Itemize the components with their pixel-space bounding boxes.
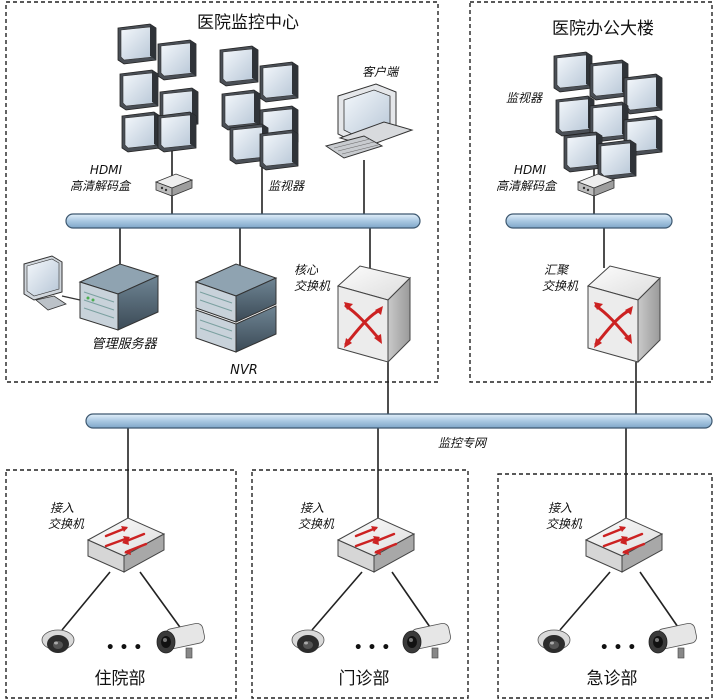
office-building-title: 医院办公大楼 <box>552 19 654 39</box>
hdmi-label-line1: HDMI <box>90 163 123 177</box>
monitor-label-center: 监视器 <box>268 179 305 193</box>
bullet-camera-emergency <box>648 621 699 659</box>
core-switch-label-line2: 交换机 <box>294 279 331 293</box>
mgmt-server-label: 管理服务器 <box>91 337 157 352</box>
connection-lines <box>61 150 681 631</box>
agg-switch-label-line2: 交换机 <box>542 279 579 293</box>
outpatient-label: 门诊部 <box>339 669 390 689</box>
inpatient-label: 住院部 <box>95 669 146 689</box>
client-label: 客户端 <box>362 65 400 79</box>
inpatient-region <box>5 469 237 699</box>
inpatient-switch-line1: 接入 <box>50 501 74 515</box>
core-switch <box>336 264 412 364</box>
access-switch-emergency <box>584 516 664 574</box>
bullet-camera-outpatient <box>402 621 453 659</box>
inpatient-switch-line2: 交换机 <box>48 517 85 531</box>
access-switch-outpatient <box>336 516 416 574</box>
office-lan-bus <box>505 213 673 229</box>
bullet-camera-inpatient <box>156 621 207 659</box>
nvr-server <box>194 263 278 353</box>
office-building-region <box>469 1 713 383</box>
office-hdmi-label-line1: HDMI <box>514 163 547 177</box>
outpatient-ellipsis: • • • <box>354 640 391 656</box>
hdmi-decoder-center <box>155 173 193 197</box>
monitor-label-office: 监视器 <box>506 91 543 105</box>
emergency-label: 急诊部 <box>587 669 638 689</box>
management-server <box>78 263 160 331</box>
video-wall-left <box>117 23 199 153</box>
outpatient-switch-line2: 交换机 <box>298 517 335 531</box>
hdmi-label-line2: 高清解码盒 <box>70 179 132 193</box>
outpatient-region <box>251 469 469 699</box>
video-wall-right <box>219 45 299 171</box>
dome-camera-outpatient <box>291 629 325 654</box>
management-monitor <box>23 255 81 311</box>
access-switch-inpatient <box>86 516 166 574</box>
center-lan-bus <box>65 213 421 229</box>
dome-camera-inpatient <box>41 629 75 654</box>
client-pc <box>324 83 414 159</box>
network-label: 监控专网 <box>438 436 488 450</box>
emergency-switch-line1: 接入 <box>548 501 572 515</box>
dome-camera-emergency <box>537 629 571 654</box>
aggregation-switch <box>586 264 662 364</box>
emergency-ellipsis: • • • <box>600 640 637 656</box>
emergency-switch-line2: 交换机 <box>546 517 583 531</box>
core-switch-label-line1: 核心 <box>294 263 319 277</box>
office-hdmi-label-line2: 高清解码盒 <box>496 179 558 193</box>
agg-switch-label-line1: 汇聚 <box>544 263 570 277</box>
monitoring-center-title: 医院监控中心 <box>197 13 299 33</box>
monitoring-private-network-bus <box>85 413 713 429</box>
outpatient-switch-line1: 接入 <box>300 501 324 515</box>
video-wall-office <box>553 51 663 181</box>
emergency-region <box>497 473 713 699</box>
inpatient-ellipsis: • • • <box>106 640 143 656</box>
nvr-label: NVR <box>230 363 258 378</box>
